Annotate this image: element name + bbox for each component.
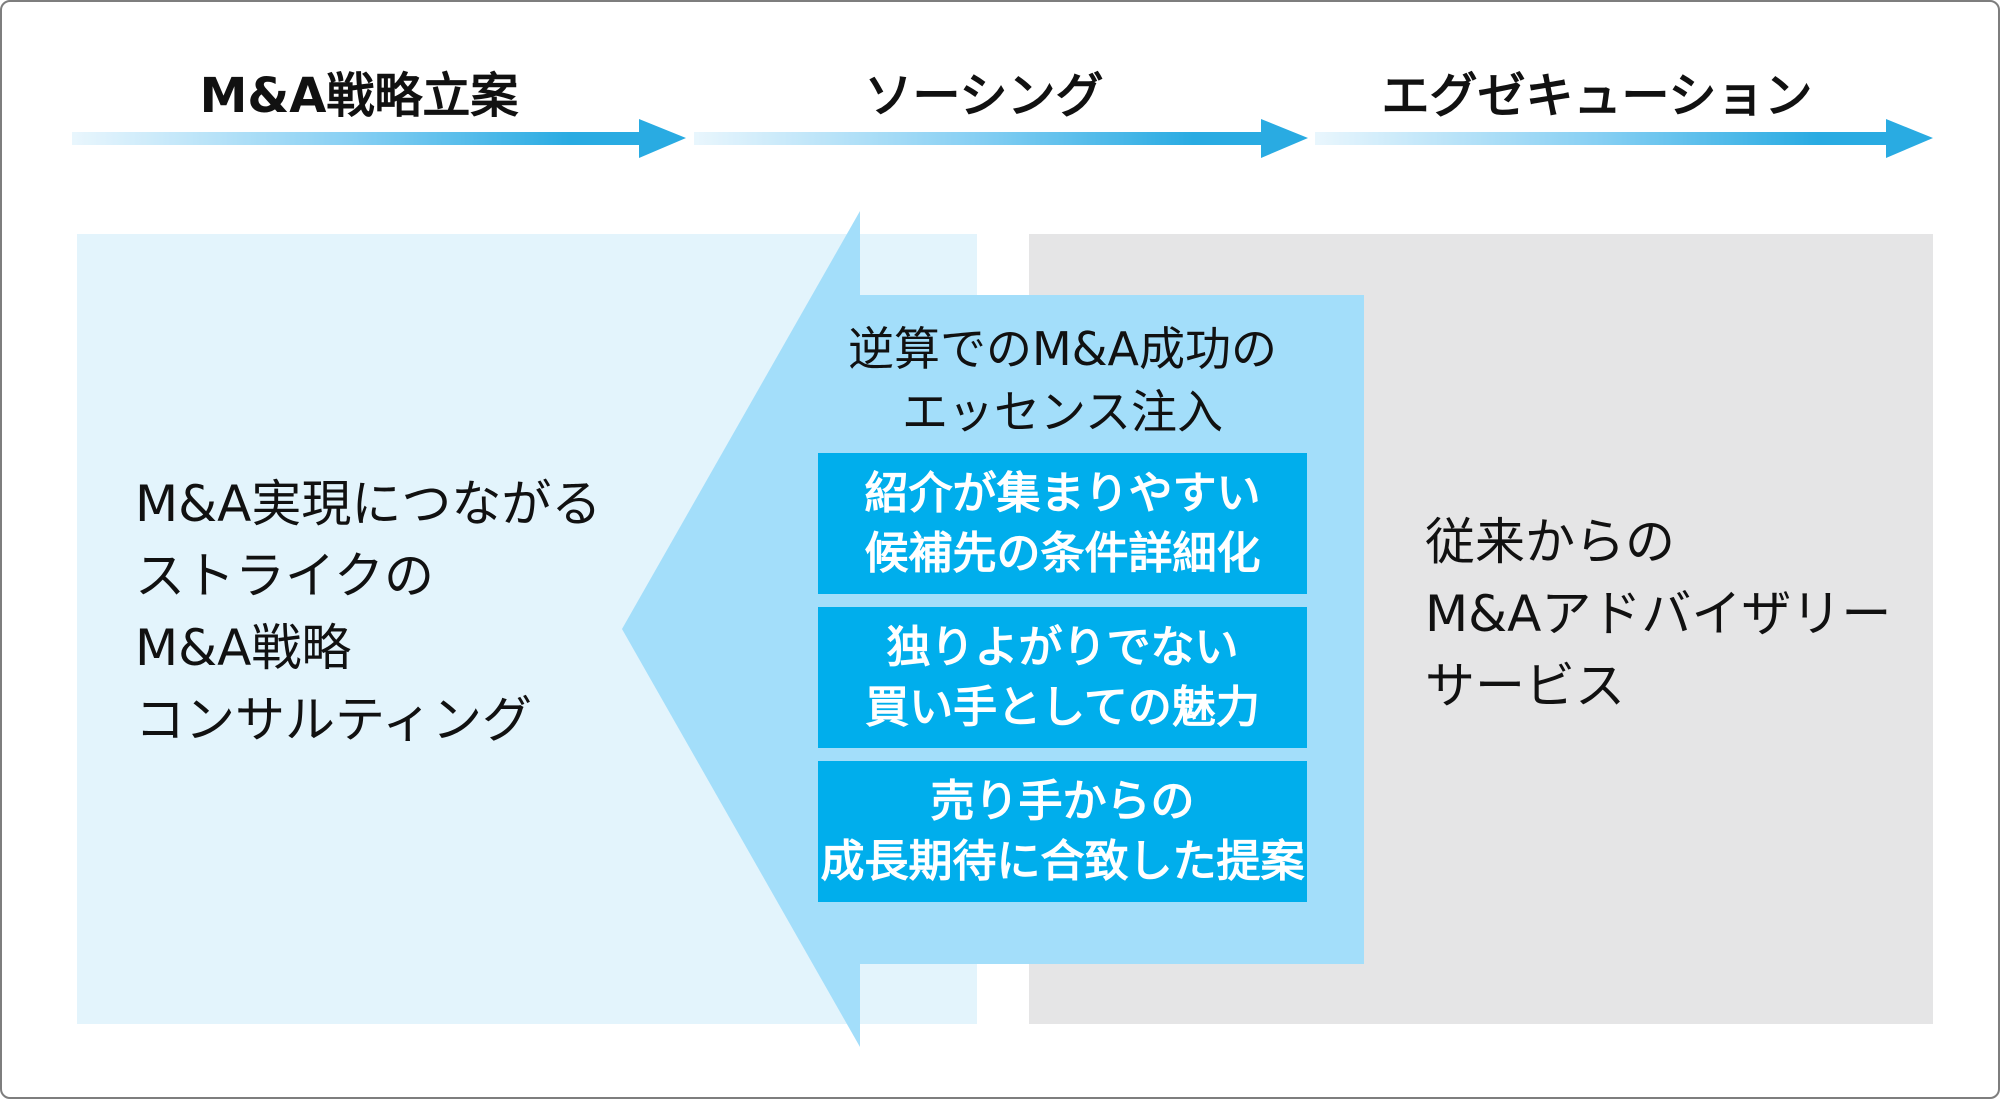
conventional-text-line: M&Aアドバイザリー <box>1425 585 1892 643</box>
phase-label-sourcing: ソーシング <box>864 68 1104 124</box>
callout-item-line: 成長期待に合致した提案 <box>820 835 1305 887</box>
arrow-head-icon <box>639 119 686 158</box>
callout-item-line: 紹介が集まりやすい <box>864 467 1261 519</box>
callout-heading: 逆算でのM&A成功の エッセンス注入 <box>818 318 1307 444</box>
strike-text-line: コンサルティング <box>135 691 532 749</box>
callout-item-buyer-appeal: 独りよがりでない 買い手としての魅力 <box>818 607 1307 748</box>
strike-consulting-text: M&A実現につながる ストライクの M&A戦略 コンサルティング <box>135 468 601 756</box>
callout-item-referral-conditions: 紹介が集まりやすい 候補先の条件詳細化 <box>818 453 1307 594</box>
phase-arrow-execution <box>1315 119 1933 158</box>
phase-arrow-sourcing <box>694 119 1308 158</box>
conventional-advisory-text: 従来からの M&Aアドバイザリー サービス <box>1425 506 1891 722</box>
arrow-head-icon <box>1886 119 1933 158</box>
phase-arrow-strategy <box>72 119 686 158</box>
strike-text-line: M&A戦略 <box>135 619 352 677</box>
conventional-text-line: サービス <box>1425 657 1625 715</box>
strike-text-line: ストライクの <box>135 547 434 605</box>
callout-item-seller-growth-proposal: 売り手からの 成長期待に合致した提案 <box>818 761 1307 902</box>
callout-heading-line: エッセンス注入 <box>901 385 1224 439</box>
callout-item-line: 独りよがりでない <box>886 621 1239 673</box>
callout-item-line: 売り手からの <box>930 775 1195 827</box>
conventional-text-line: 従来からの <box>1425 513 1675 571</box>
phase-label-execution: エグゼキューション <box>1381 68 1813 124</box>
callout-item-line: 候補先の条件詳細化 <box>864 527 1261 579</box>
phase-label-strategy: M&A戦略立案 <box>199 68 519 124</box>
callout-item-line: 買い手としての魅力 <box>865 681 1260 733</box>
callout-heading-line: 逆算でのM&A成功の <box>847 322 1278 376</box>
strike-text-line: M&A実現につながる <box>135 475 602 533</box>
arrow-head-icon <box>1261 119 1308 158</box>
